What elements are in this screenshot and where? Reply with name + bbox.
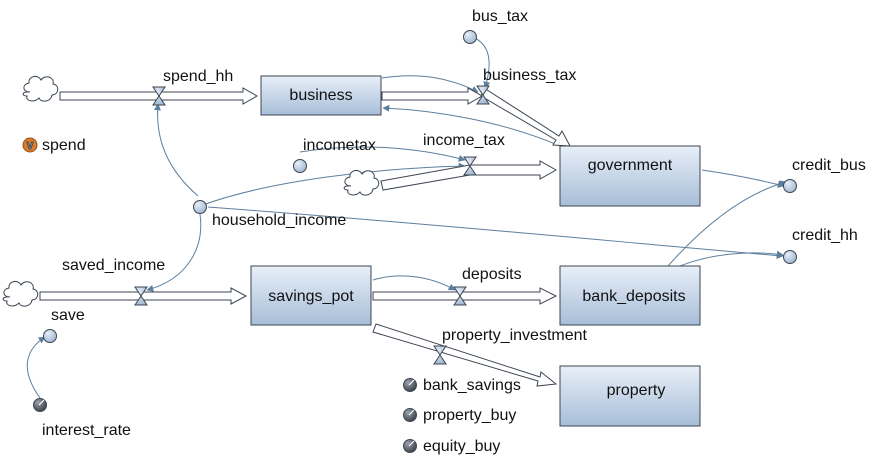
stock-bank-deposits[interactable]: bank_deposits (559, 265, 701, 326)
label-spend-hh: spend_hh (163, 68, 233, 85)
link-bank-deposits-to-credit-hh (679, 250, 784, 267)
clouds (2, 75, 380, 307)
pipe-income-tax (380, 160, 558, 191)
link-bank-deposits-to-credit-bus (667, 180, 787, 267)
label-credit-bus: credit_bus (792, 157, 866, 174)
aux-equity-buy[interactable] (403, 439, 417, 453)
pipe-deposits (372, 287, 558, 305)
stocks: business government savings_pot bank_dep… (250, 75, 701, 427)
auxiliaries: V (22, 30, 797, 453)
valves[interactable] (134, 85, 490, 365)
aux-incometax[interactable] (293, 159, 307, 173)
aux-household-income[interactable] (193, 200, 207, 214)
link-interest-rate-to-save (26, 336, 46, 399)
label-bank-savings: bank_savings (423, 377, 521, 394)
valve-income-tax (463, 156, 477, 176)
stock-business-label: business (289, 87, 352, 104)
aux-credit-hh[interactable] (783, 250, 797, 264)
link-household-income-to-spend-hh (153, 103, 199, 197)
label-bus-tax: bus_tax (472, 8, 528, 25)
label-property-buy: property_buy (423, 407, 516, 424)
label-save: save (51, 307, 85, 324)
link-business-to-business-tax (381, 75, 479, 93)
stock-bank-deposits-label: bank_deposits (582, 288, 685, 305)
pipe-business-out (381, 87, 484, 105)
label-business-tax: business_tax (483, 67, 576, 84)
link-household-income-to-income-tax (199, 162, 466, 207)
label-interest-rate: interest_rate (42, 422, 131, 439)
label-income-tax: income_tax (423, 132, 505, 149)
label-spend: spend (42, 137, 86, 154)
stock-savings-pot-label: savings_pot (268, 288, 354, 305)
labels: bus_tax business_tax spend_hh spend inco… (42, 8, 866, 455)
label-household-income: household_income (212, 212, 346, 229)
valve-business-tax (476, 85, 490, 105)
label-incometax: incometax (303, 137, 376, 154)
stock-property[interactable]: property (559, 365, 701, 427)
label-saved-income: saved_income (62, 257, 165, 274)
stock-property-label: property (607, 382, 666, 399)
link-savings-pot-to-deposits (372, 275, 456, 291)
link-household-income-to-credit-hh (207, 206, 784, 259)
cloud-icon-income-source (343, 169, 380, 196)
stock-government-label: government (588, 157, 673, 174)
label-credit-hh: credit_hh (792, 227, 858, 244)
label-equity-buy: equity_buy (423, 438, 500, 455)
aux-property-buy[interactable] (403, 408, 417, 422)
cloud-icon-spend-source (22, 75, 59, 102)
label-deposits: deposits (462, 266, 522, 283)
label-property-investment: property_investment (442, 327, 588, 344)
valve-property-investment (433, 345, 447, 365)
valve-deposits (453, 286, 467, 306)
aux-interest-rate[interactable] (33, 398, 47, 412)
aux-spend[interactable]: V (22, 137, 38, 153)
link-incometax-to-income-tax (299, 146, 466, 162)
aux-save[interactable] (43, 329, 57, 343)
aux-bank-savings[interactable] (403, 378, 417, 392)
link-household-income-to-saved-income (146, 213, 202, 292)
v-badge-icon (22, 137, 38, 153)
aux-credit-bus[interactable] (783, 179, 797, 193)
stock-savings-pot[interactable]: savings_pot (250, 265, 372, 326)
pipe-saved-income (39, 287, 248, 305)
link-government-to-business (382, 104, 561, 147)
valve-spend-hh (152, 86, 166, 106)
valve-saved-income (134, 286, 148, 306)
stock-government[interactable]: government (559, 145, 701, 207)
aux-bus-tax[interactable] (463, 30, 477, 44)
connector-links (26, 35, 787, 399)
cloud-icon-save-source (2, 280, 39, 307)
spend-badge-letter: V (27, 141, 34, 152)
stock-business[interactable]: business (260, 75, 382, 116)
link-government-to-credit-bus (701, 169, 785, 188)
flow-pipes (39, 87, 571, 387)
pipe-property-investment (372, 323, 558, 387)
